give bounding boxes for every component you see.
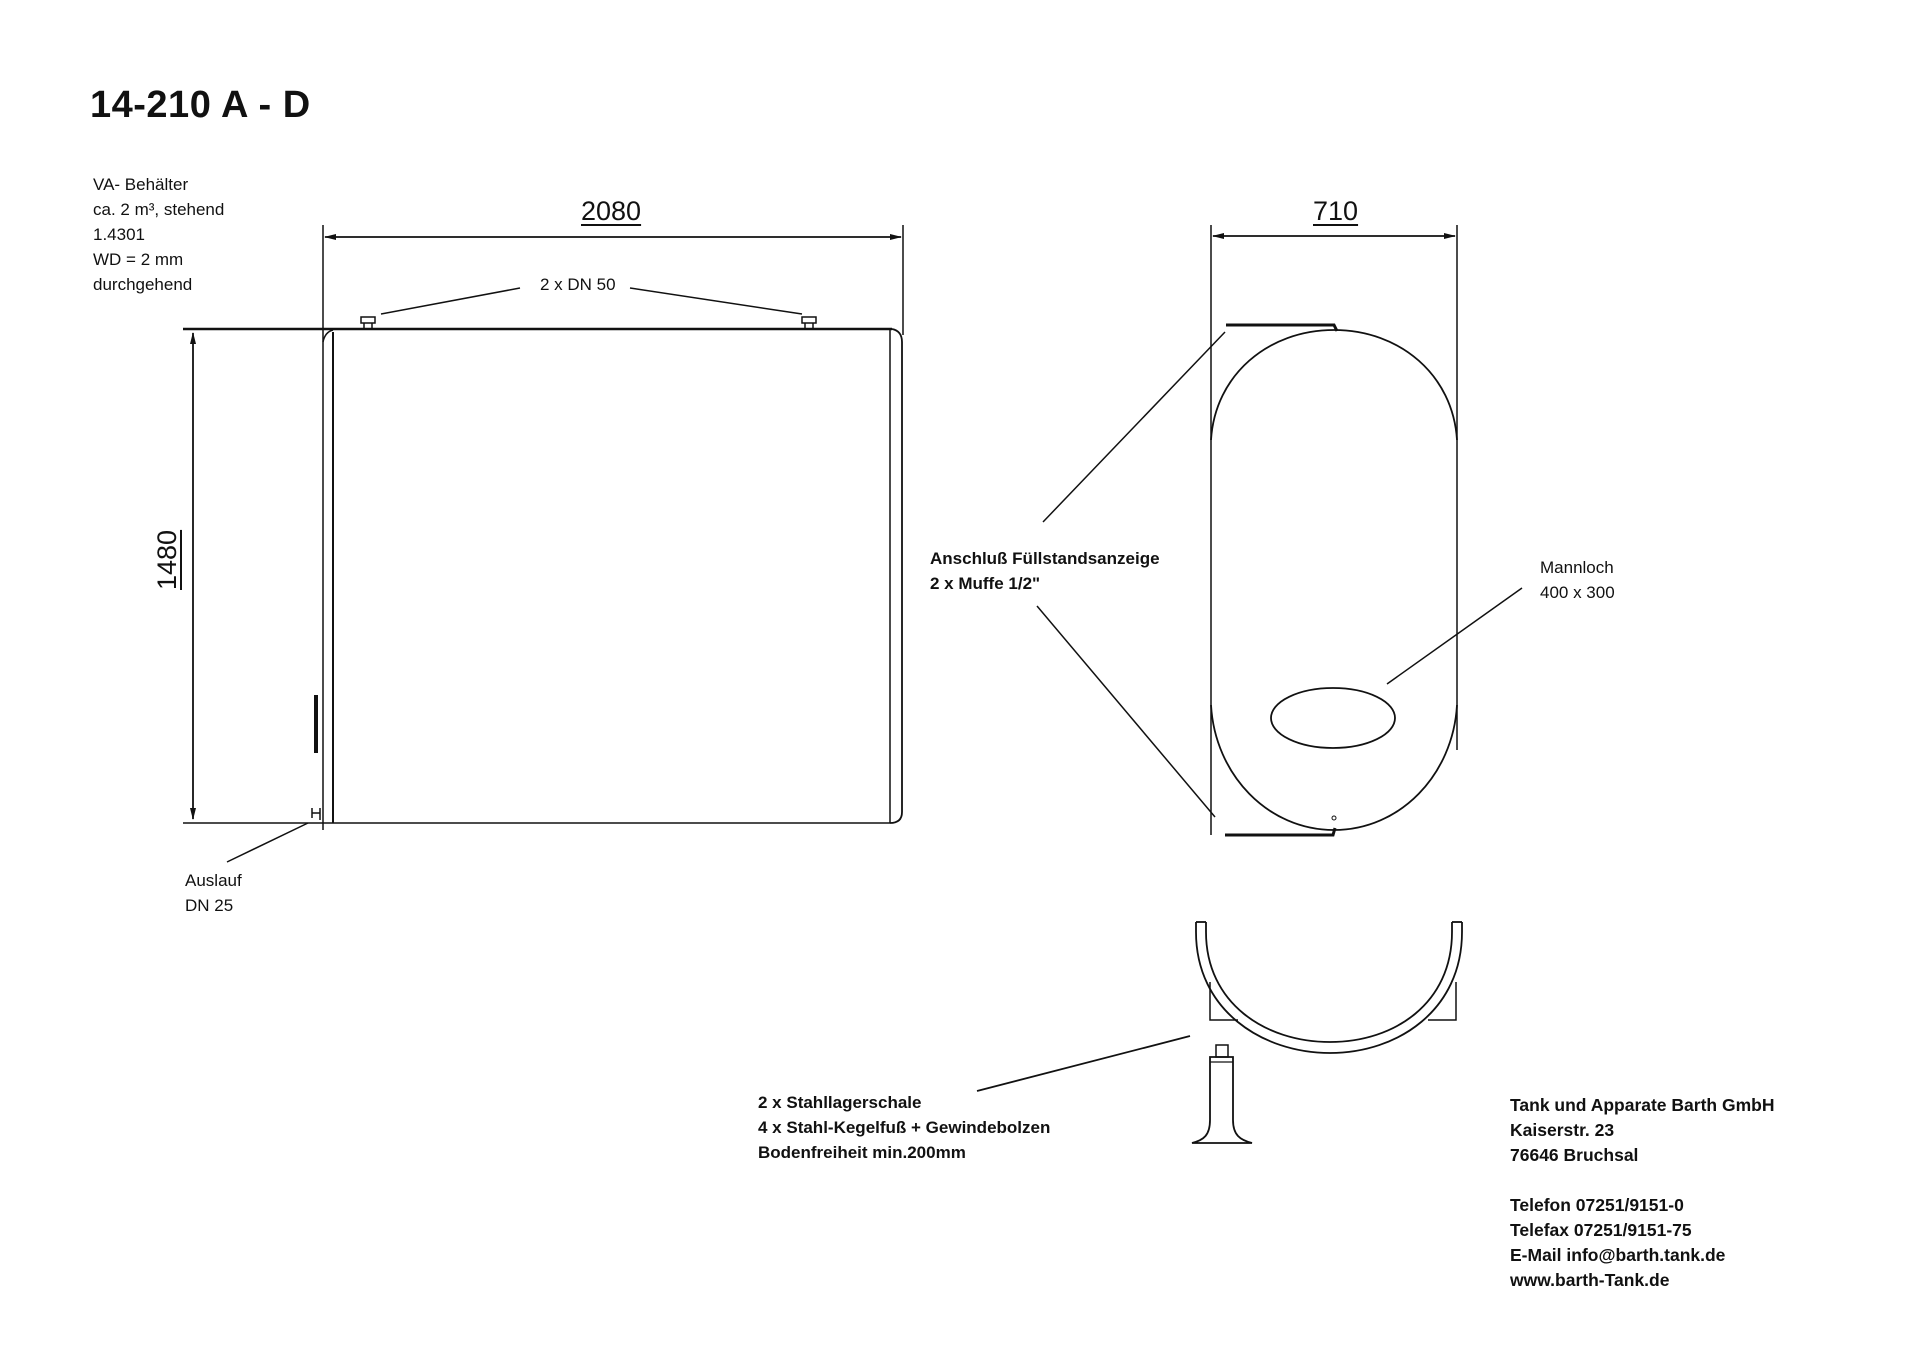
nozzle-label: 2 x DN 50 xyxy=(540,275,616,294)
spec-line-wall: WD = 2 mm xyxy=(93,250,184,269)
level-connection-line-2: 2 x Muffe 1/2" xyxy=(930,574,1041,593)
outlet-label-line-1: Auslauf xyxy=(185,871,242,890)
end-view xyxy=(1036,225,1523,837)
company-email: E-Mail info@barth.tank.de xyxy=(1510,1245,1726,1265)
end-width-dimension-label: 710 xyxy=(1313,196,1359,226)
company-fax: Telefax 07251/9151-75 xyxy=(1510,1220,1692,1240)
manhole-label: Mannloch 400 x 300 xyxy=(1540,555,1615,605)
manhole-label-line-2: 400 x 300 xyxy=(1540,583,1615,602)
outlet-label-line-2: DN 25 xyxy=(185,896,234,915)
height-dimension-label: 1480 xyxy=(152,529,182,590)
spec-block: VA- Behälter ca. 2 m³, stehend 1.4301 WD… xyxy=(93,172,224,297)
support-detail xyxy=(976,921,1463,1144)
width-dimension-label: 2080 xyxy=(581,196,642,226)
support-label-line-3: Bodenfreiheit min.200mm xyxy=(758,1143,966,1162)
spec-line-continuous: durchgehend xyxy=(93,275,193,294)
spec-line-volume: ca. 2 m³, stehend xyxy=(93,200,225,219)
manhole-ellipse xyxy=(1270,687,1396,749)
manhole-label-line-1: Mannloch xyxy=(1540,558,1614,577)
company-phone: Telefon 07251/9151-0 xyxy=(1510,1195,1684,1215)
drawing-title: 14-210 A - D xyxy=(90,84,311,126)
support-label: 2 x Stahllagerschale 4 x Stahl-Kegelfuß … xyxy=(758,1090,1050,1165)
outlet-label: Auslauf DN 25 xyxy=(185,868,242,918)
company-website: www.barth-Tank.de xyxy=(1510,1270,1670,1290)
support-label-line-2: 4 x Stahl-Kegelfuß + Gewindebolzen xyxy=(758,1118,1051,1137)
company-city: 76646 Bruchsal xyxy=(1510,1145,1639,1165)
level-connection-label: Anschluß Füllstandsanzeige 2 x Muffe 1/2… xyxy=(930,546,1160,596)
company-block: Tank und Apparate Barth GmbH Kaiserstr. … xyxy=(1510,1093,1774,1293)
spec-line-material: VA- Behälter xyxy=(93,175,189,194)
spec-line-grade: 1.4301 xyxy=(93,225,145,244)
side-view xyxy=(183,225,904,863)
support-label-line-1: 2 x Stahllagerschale xyxy=(758,1093,922,1112)
company-name: Tank und Apparate Barth GmbH xyxy=(1510,1095,1775,1115)
company-street: Kaiserstr. 23 xyxy=(1510,1120,1615,1140)
level-connection-line-1: Anschluß Füllstandsanzeige xyxy=(930,549,1160,568)
